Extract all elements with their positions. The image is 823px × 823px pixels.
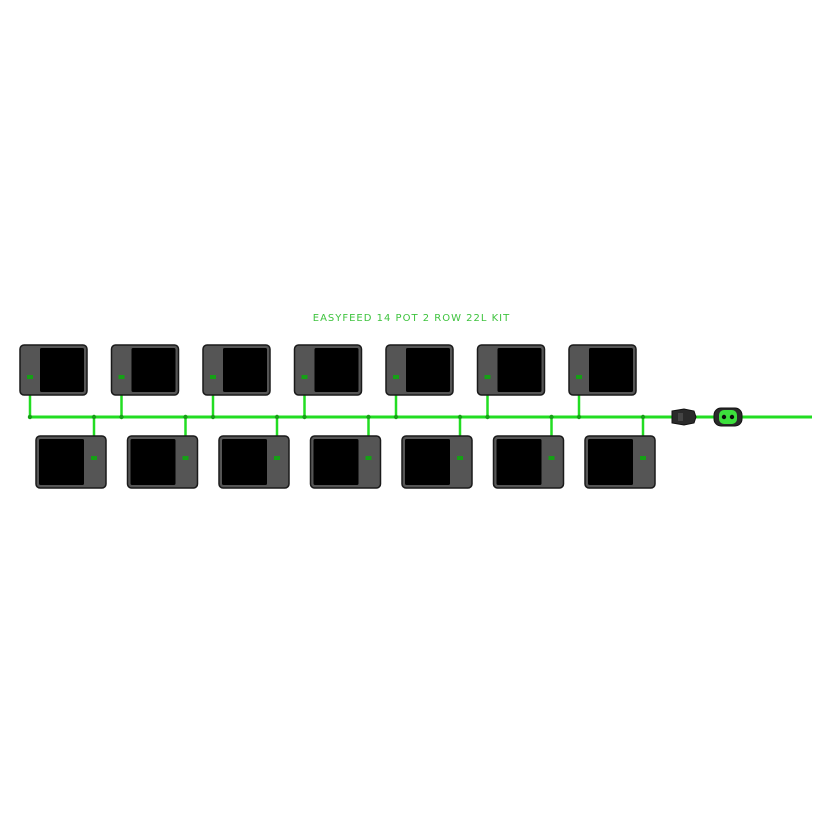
tee-fitting: [210, 414, 216, 420]
valve-icon: [365, 456, 372, 460]
tee-fitting: [393, 414, 399, 420]
pot-reservoir: [589, 348, 633, 392]
pot-reservoir: [40, 348, 84, 392]
tee-fitting: [549, 414, 554, 420]
hose-connector-icon: [671, 408, 697, 426]
bottom-pot: [126, 435, 199, 489]
valve-icon: [576, 375, 582, 379]
bottom-pot: [218, 435, 290, 489]
bottom-pot: [492, 435, 565, 489]
valve-dot-right: [729, 414, 735, 420]
tee-fitting: [119, 414, 124, 420]
tee-fitting: [302, 414, 307, 420]
tee-fitting: [91, 414, 97, 420]
pot-reservoir: [588, 439, 633, 485]
valve-icon: [182, 456, 189, 460]
valve-icon: [301, 375, 308, 379]
top-pot: [110, 344, 180, 396]
tee-fitting: [576, 414, 582, 420]
pot-reservoir: [223, 348, 267, 392]
tee-fitting: [183, 414, 188, 420]
top-pot: [19, 344, 88, 396]
tee-fitting: [457, 414, 463, 420]
top-pot: [476, 344, 546, 396]
top-pot: [293, 344, 363, 396]
pot-reservoir: [406, 348, 450, 392]
valve-dot-left: [721, 414, 727, 420]
valve-core: [719, 410, 737, 424]
top-pot: [568, 344, 637, 396]
valve-icon: [91, 456, 97, 460]
valve-icon: [210, 375, 216, 379]
pot-reservoir: [313, 439, 359, 485]
pot-array: [19, 344, 656, 489]
pot-reservoir: [39, 439, 84, 485]
tee-fitting: [640, 414, 646, 420]
inline-valve-icon: [713, 407, 743, 427]
tee-fitting: [27, 414, 33, 420]
pot-reservoir: [497, 348, 542, 392]
pot-reservoir: [314, 348, 359, 392]
valve-icon: [640, 456, 646, 460]
valve-icon: [118, 375, 125, 379]
tee-fitting: [366, 414, 371, 420]
valve-icon: [27, 375, 33, 379]
top-pot: [202, 344, 271, 396]
bottom-pot: [35, 435, 107, 489]
pot-reservoir: [496, 439, 542, 485]
valve-icon: [393, 375, 399, 379]
bottom-pot: [401, 435, 473, 489]
fittings: [671, 407, 743, 427]
diagram-title: EASYFEED 14 POT 2 ROW 22L KIT: [312, 313, 511, 324]
pot-reservoir: [131, 348, 176, 392]
connector-grip: [678, 413, 683, 421]
valve-icon: [274, 456, 280, 460]
connector-body: [671, 408, 697, 426]
top-pot: [385, 344, 454, 396]
valve-icon: [548, 456, 555, 460]
bottom-pot: [309, 435, 382, 489]
pot-reservoir: [222, 439, 267, 485]
valve-icon: [457, 456, 463, 460]
valve-icon: [484, 375, 491, 379]
pot-reservoir: [130, 439, 176, 485]
pot-reservoir: [405, 439, 450, 485]
bottom-pot: [584, 435, 656, 489]
tee-fitting: [485, 414, 490, 420]
tee-fitting: [274, 414, 280, 420]
